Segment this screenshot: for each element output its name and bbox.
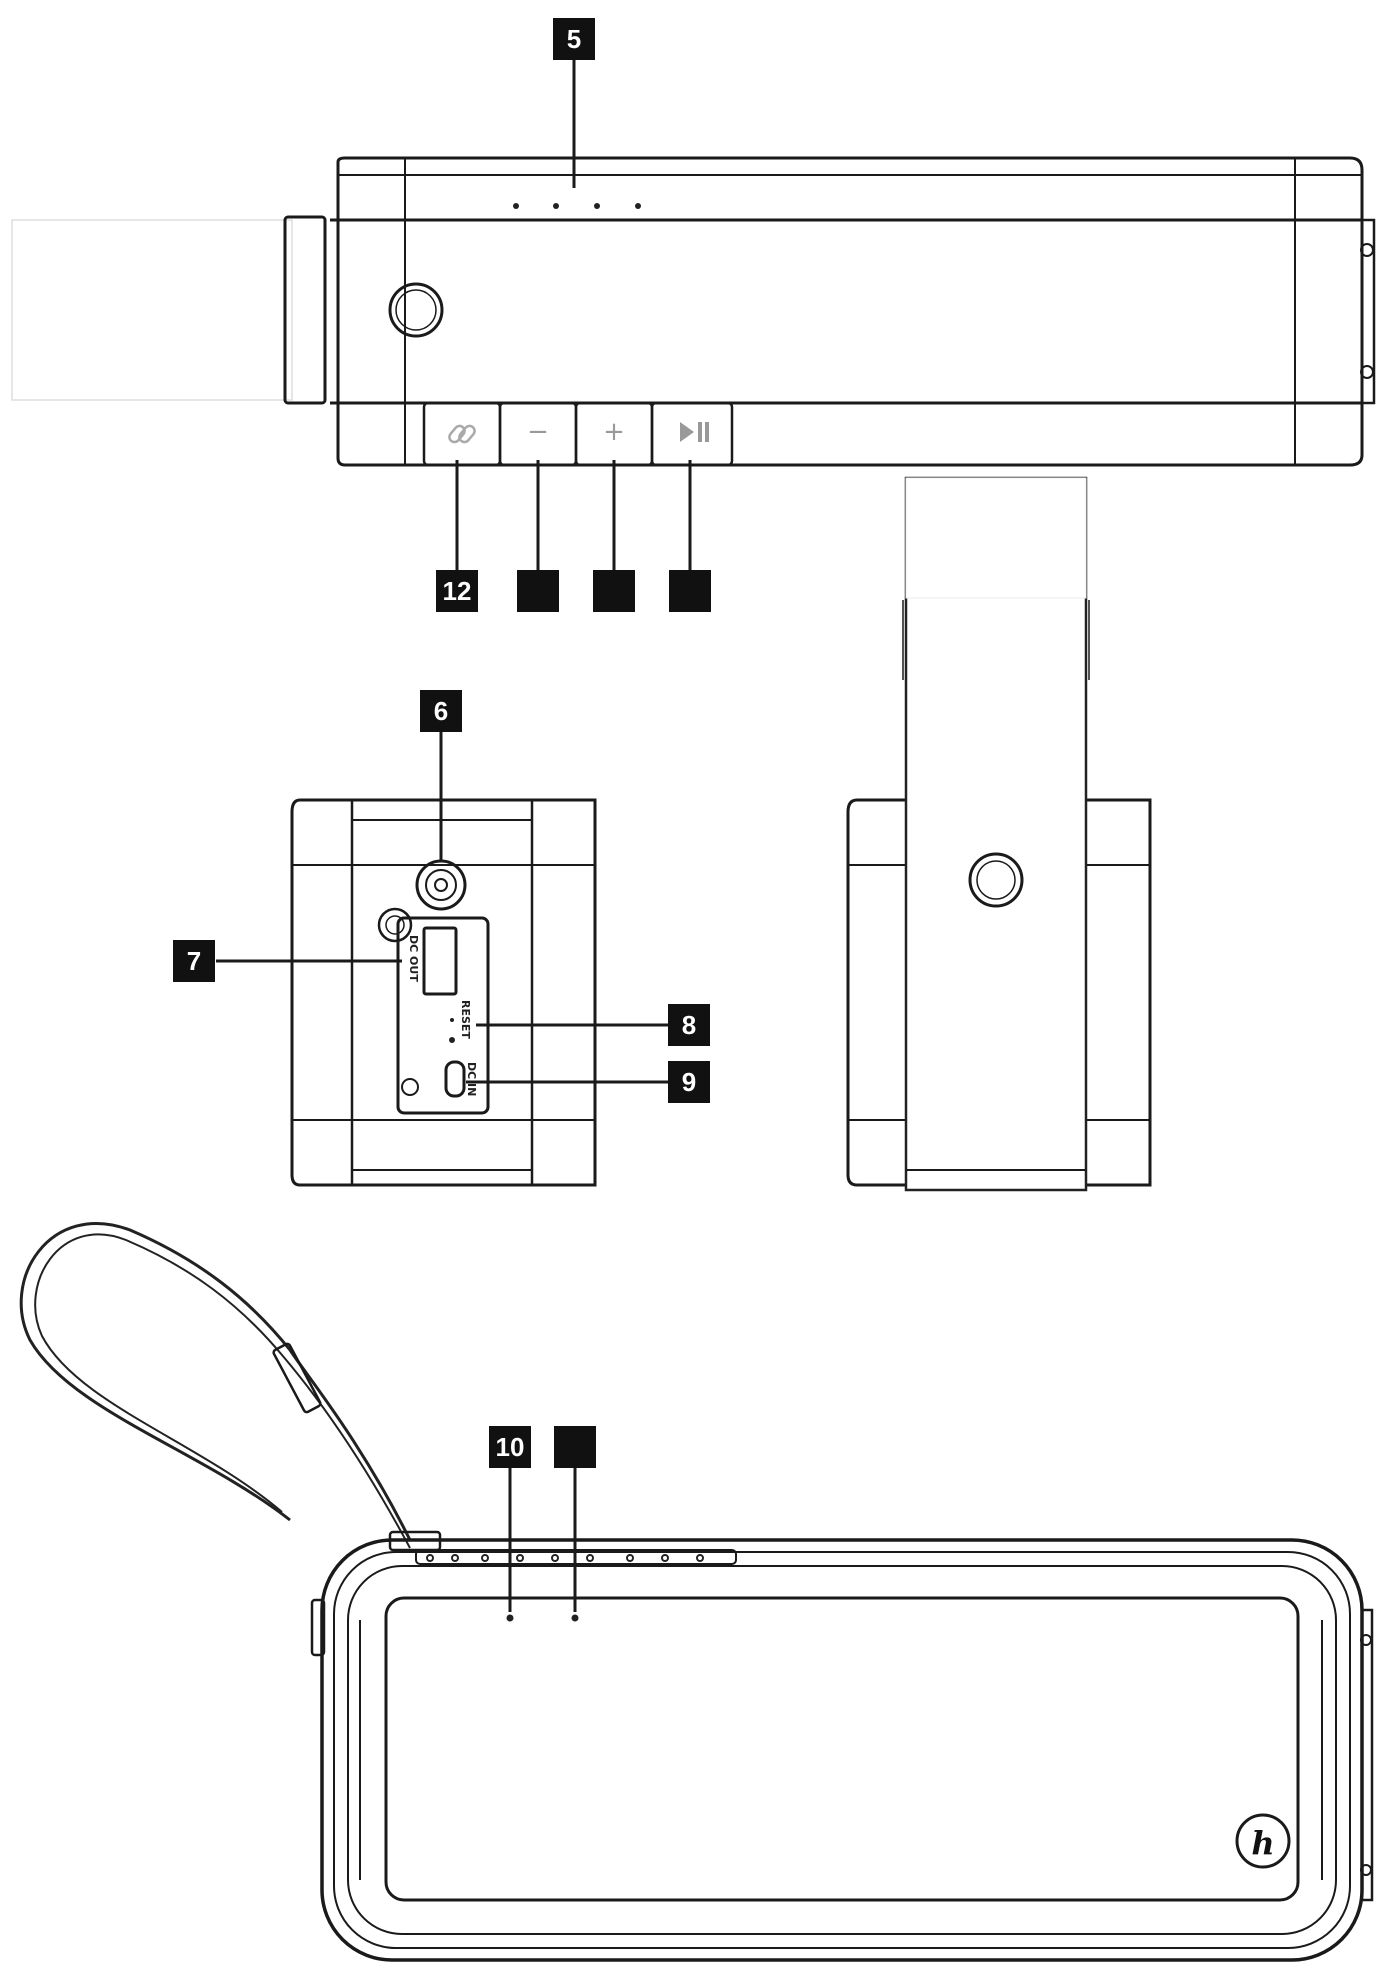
label-5: 5 [567,24,581,54]
brand-logo: h [1235,1813,1291,1869]
play-pause-button[interactable] [650,401,734,467]
plus-icon: + [603,417,625,447]
strap-screw-side [968,852,1024,908]
dc-in-port[interactable] [444,1060,466,1098]
led-dot [513,203,519,209]
led-dot [635,203,641,209]
side-view-strap [846,476,1152,1192]
label-12: 12 [443,576,472,606]
speaker-body-front [320,1538,1364,1962]
speaker-grille [384,1596,1300,1902]
label-10: 10 [496,1432,525,1462]
front-view: 10 h [19,1222,1374,1962]
reset-text: RESET [459,1000,472,1039]
label-7: 7 [187,946,201,976]
front-led-right [571,1614,579,1622]
play-pause-icon [680,422,709,442]
dc-out-text: DC OUT [407,935,420,982]
minus-icon: − [527,417,549,447]
strap-top [11,219,293,401]
strap-screw-top [388,282,444,338]
led-dot [594,203,600,209]
usb-dc-out-port[interactable] [422,926,458,996]
label-9: 9 [682,1067,696,1097]
label-8: 8 [682,1010,696,1040]
strap-clip [283,215,327,405]
port-panel [396,916,490,1115]
carry-strap [19,1222,412,1541]
reset-hole[interactable] [449,1037,455,1043]
front-led-left [506,1614,514,1622]
side-view-ports: DC OUT RESET DC IN 6 7 8 9 [173,690,710,1187]
speaker-body-top [336,156,1364,467]
top-view: − + 5 12 [11,18,1376,612]
link-icon [448,424,476,444]
label-6: 6 [434,696,448,726]
dc-in-text: DC IN [465,1062,478,1096]
svg-text:h: h [1251,1824,1274,1862]
led-dot [553,203,559,209]
aux-port[interactable] [415,859,467,911]
